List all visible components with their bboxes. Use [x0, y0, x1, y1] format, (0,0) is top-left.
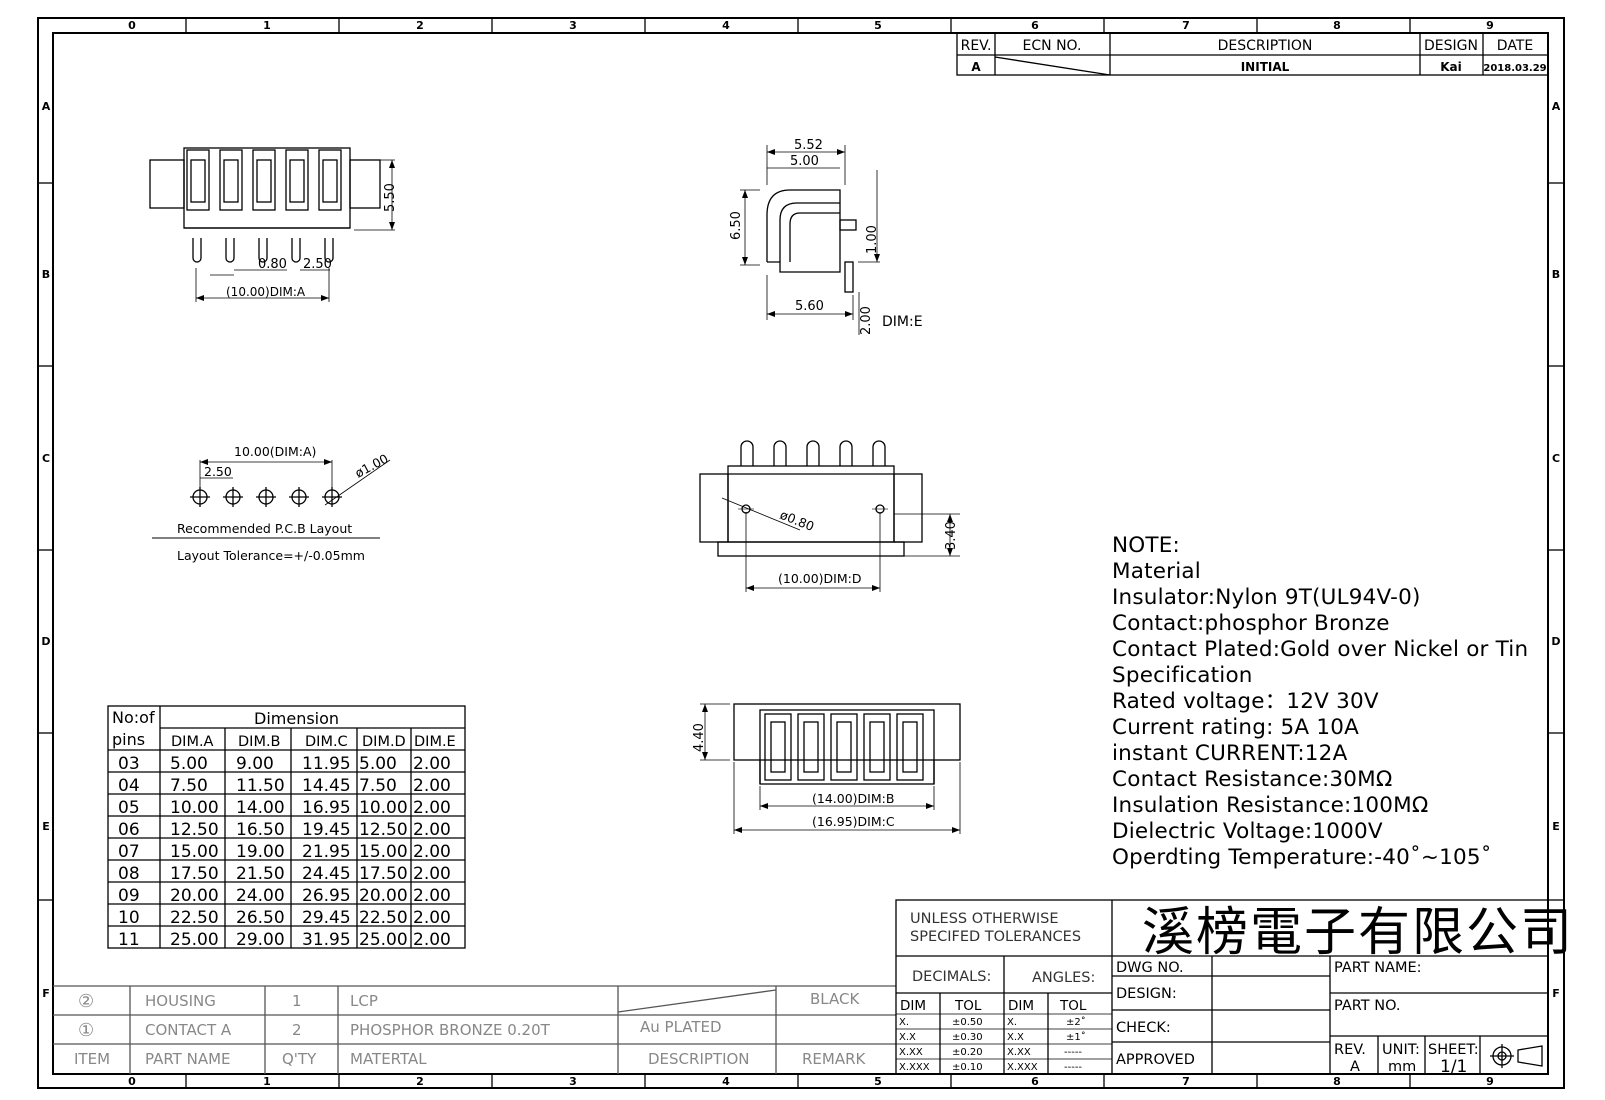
front-view	[699, 440, 960, 592]
note-line: Specification	[1112, 663, 1253, 688]
border-ticks	[38, 18, 1564, 1088]
top-view	[149, 147, 395, 302]
pcb-layout	[152, 459, 391, 539]
note-line: Contact:phosphor Bronze	[1112, 611, 1390, 636]
company-name: 溪榜電子有限公司	[1142, 903, 1575, 963]
note-line: Dielectric Voltage:1000V	[1112, 819, 1383, 844]
bom-table-grid	[53, 985, 896, 1074]
note-line: Material	[1112, 559, 1201, 584]
note-line: Contact Plated:Gold over Nickel or Tin	[1112, 637, 1529, 662]
pins	[184, 227, 350, 263]
note-line: Insulation Resistance:100MΩ	[1112, 793, 1429, 818]
bottom-view	[700, 703, 961, 834]
note-line: Rated voltage：12V 30V	[1112, 689, 1379, 714]
note-line: Contact Resistance:30MΩ	[1112, 767, 1393, 792]
revision-table	[956, 32, 1549, 76]
note-line: Operdting Temperature:-40˚~105˚	[1112, 845, 1492, 870]
title-block-grid	[895, 899, 1549, 1075]
note-line: Current rating: 5A 10A	[1112, 715, 1360, 740]
note-line: instant CURRENT:12A	[1112, 741, 1348, 766]
contact-slots	[186, 149, 342, 211]
note-line: Insulator:Nylon 9T(UL94V-0)	[1112, 585, 1421, 610]
side-view	[740, 145, 880, 335]
dimension-table-grid	[107, 705, 466, 949]
note-line: NOTE:	[1112, 533, 1180, 558]
